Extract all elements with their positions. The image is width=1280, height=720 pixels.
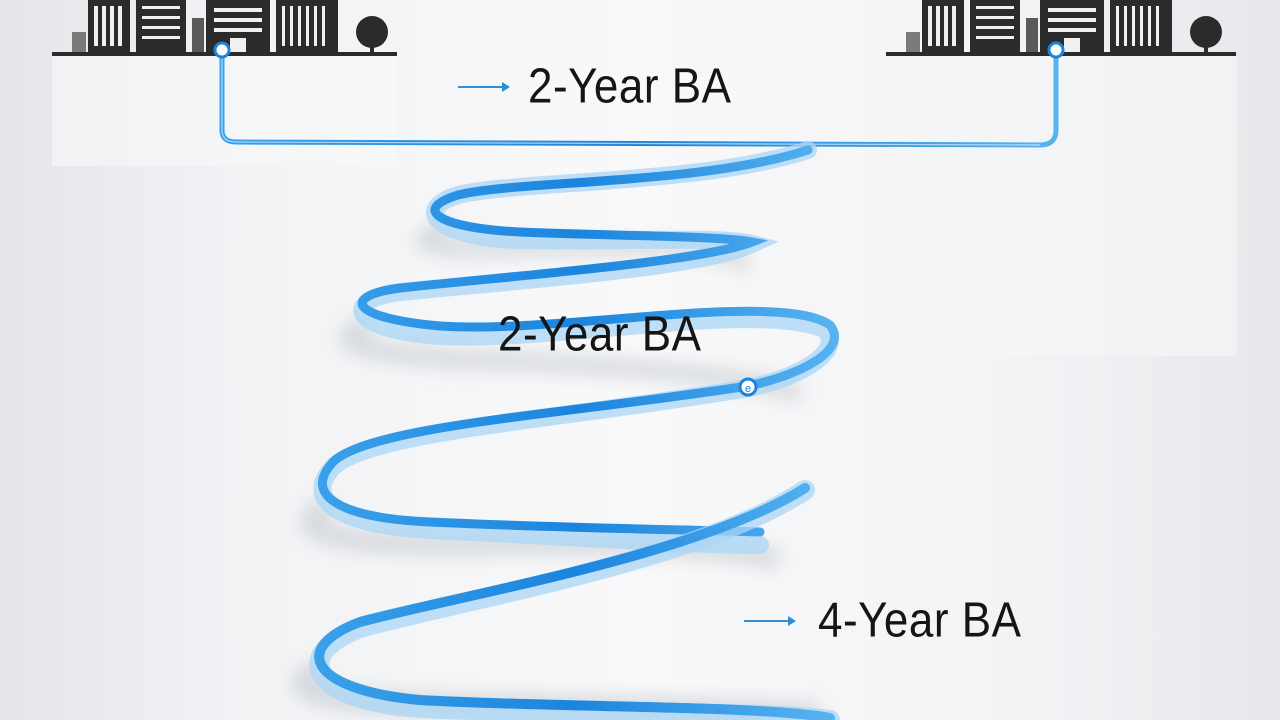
svg-text:e: e — [745, 383, 751, 395]
arrow-right-icon — [458, 82, 510, 92]
right-campus-icon — [886, 0, 1236, 59]
spiral-ribbon — [318, 145, 839, 537]
arrow-right-icon — [744, 616, 796, 626]
waypoint-node-icon: e — [738, 377, 758, 397]
label-top: 2-Year BA — [528, 58, 732, 114]
label-bottom: 4-Year BA — [818, 592, 1022, 648]
right-panel — [885, 56, 1237, 356]
left-campus-icon — [52, 0, 397, 59]
label-middle: 2-Year BA — [498, 306, 702, 362]
spiral-ribbon-lower — [314, 483, 835, 720]
